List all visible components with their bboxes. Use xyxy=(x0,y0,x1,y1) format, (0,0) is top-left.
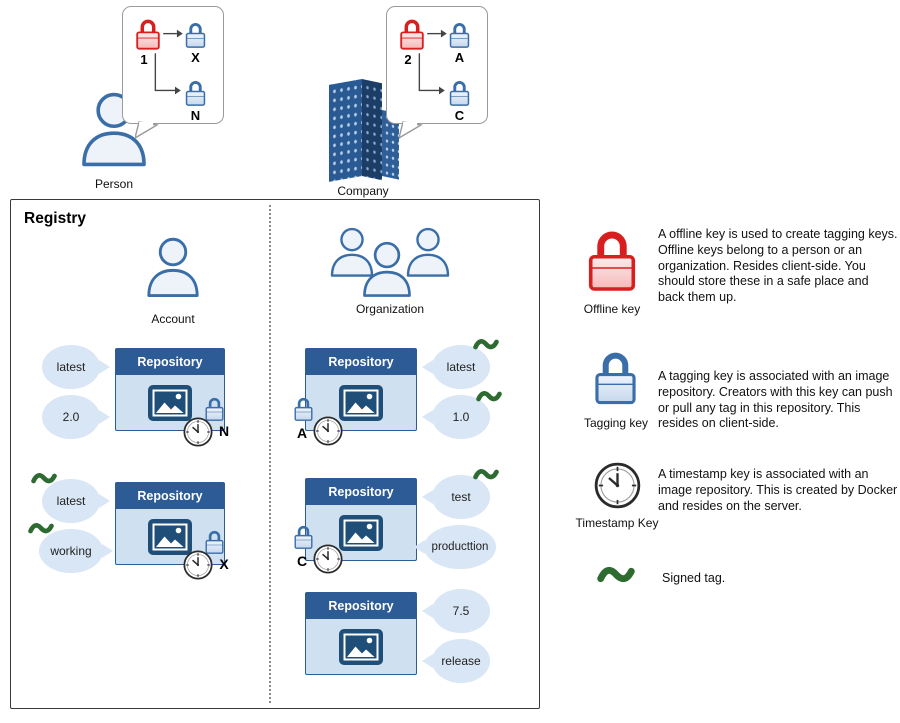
image-icon xyxy=(148,384,192,421)
tag-bubble: latest xyxy=(42,479,110,523)
legend-tagging-key-label: Tagging key xyxy=(583,416,649,430)
timestamp-key-icon xyxy=(594,462,641,509)
repository-body xyxy=(306,505,416,560)
organization-member-icon xyxy=(360,238,414,300)
tagging-key-letter: N xyxy=(190,108,201,123)
image-icon xyxy=(339,514,383,551)
organization-member-icon xyxy=(404,224,452,280)
signed-tag-icon xyxy=(473,337,499,352)
repository-title: Repository xyxy=(306,349,416,375)
person-label: Person xyxy=(94,177,134,191)
tagging-key-letter: X xyxy=(219,556,229,572)
offline-key-icon xyxy=(134,16,162,51)
timestamp-key-icon xyxy=(183,550,213,580)
company-key-bubble: 2 A C xyxy=(386,6,488,139)
image-icon xyxy=(339,384,383,421)
legend-offline-key-description: A offline key is used to create tagging … xyxy=(658,227,898,304)
organization-member-icon xyxy=(328,224,376,280)
tagging-key-icon xyxy=(184,20,207,49)
tag-bubble: latest xyxy=(422,345,490,389)
account-icon xyxy=(144,226,202,308)
repository-body xyxy=(306,619,416,674)
legend-offline-key-label: Offline key xyxy=(583,302,641,316)
timestamp-key-icon xyxy=(313,544,343,574)
signed-tag-icon xyxy=(476,389,502,404)
legend-signed-tag-label: Signed tag. xyxy=(662,571,726,585)
repository-title: Repository xyxy=(116,483,224,509)
tagging-key-letter: C xyxy=(454,108,465,123)
tagging-key-letter: C xyxy=(296,553,308,569)
tag-bubble: working xyxy=(39,529,113,573)
person-icon xyxy=(78,84,150,174)
tagging-key-letter: X xyxy=(191,50,200,65)
offline-key-number: 2 xyxy=(404,52,412,67)
repository-body xyxy=(306,375,416,430)
tagging-key-letter: A xyxy=(454,50,465,65)
timestamp-key-icon xyxy=(183,417,213,447)
organization-label: Organization xyxy=(355,302,425,316)
tagging-key-icon xyxy=(448,78,471,107)
tagging-key-letter: A xyxy=(296,425,308,441)
repository-title: Repository xyxy=(116,349,224,375)
tag-bubble: 2.0 xyxy=(42,395,110,439)
tagging-key-icon xyxy=(293,523,314,550)
legend-timestamp-key-label: Timestamp Key xyxy=(575,516,659,530)
tagging-key-icon xyxy=(204,395,225,422)
registry-title: Registry xyxy=(24,210,87,227)
timestamp-key-icon xyxy=(313,416,343,446)
person-key-bubble: 1 X N xyxy=(122,6,224,139)
offline-key-icon xyxy=(398,16,426,51)
signed-tag-icon xyxy=(31,471,57,486)
tag-bubble: latest xyxy=(42,345,110,389)
key-derivation-arrows xyxy=(418,29,447,95)
repository-title: Repository xyxy=(306,593,416,619)
legend-tagging-key-description: A tagging key is associated with an imag… xyxy=(658,369,893,431)
repository-card: Repository xyxy=(305,592,417,675)
tag-bubble: test xyxy=(422,475,490,519)
legend-timestamp-key-description: A timestamp key is associated with an im… xyxy=(658,467,898,513)
repository-card: Repository xyxy=(305,478,417,561)
tagging-key-icon xyxy=(184,78,207,107)
repository-card: Repository xyxy=(115,482,225,565)
repository-title: Repository xyxy=(306,479,416,505)
signed-tag-icon xyxy=(597,564,635,586)
image-icon xyxy=(339,628,383,665)
image-icon xyxy=(148,518,192,555)
tagging-key-icon xyxy=(204,528,225,555)
signed-tag-icon xyxy=(473,467,499,482)
tag-bubble: 1.0 xyxy=(422,395,490,439)
tagging-key-icon xyxy=(448,20,471,49)
key-derivation-arrows xyxy=(154,29,183,95)
tag-bubble: producttion xyxy=(414,525,496,569)
company-label: Company xyxy=(337,184,389,198)
repository-body xyxy=(116,375,224,430)
offline-key-number: 1 xyxy=(140,52,148,67)
tagging-key-letter: N xyxy=(218,423,230,439)
repository-body xyxy=(116,509,224,564)
tagging-key-icon xyxy=(293,395,314,422)
account-label: Account xyxy=(151,312,195,326)
registry-divider xyxy=(269,205,271,703)
offline-key-icon xyxy=(585,224,639,294)
tagging-key-icon xyxy=(592,346,639,407)
tag-bubble: 7.5 xyxy=(422,589,490,633)
tag-bubble: release xyxy=(422,639,490,683)
signed-tag-icon xyxy=(28,521,54,536)
